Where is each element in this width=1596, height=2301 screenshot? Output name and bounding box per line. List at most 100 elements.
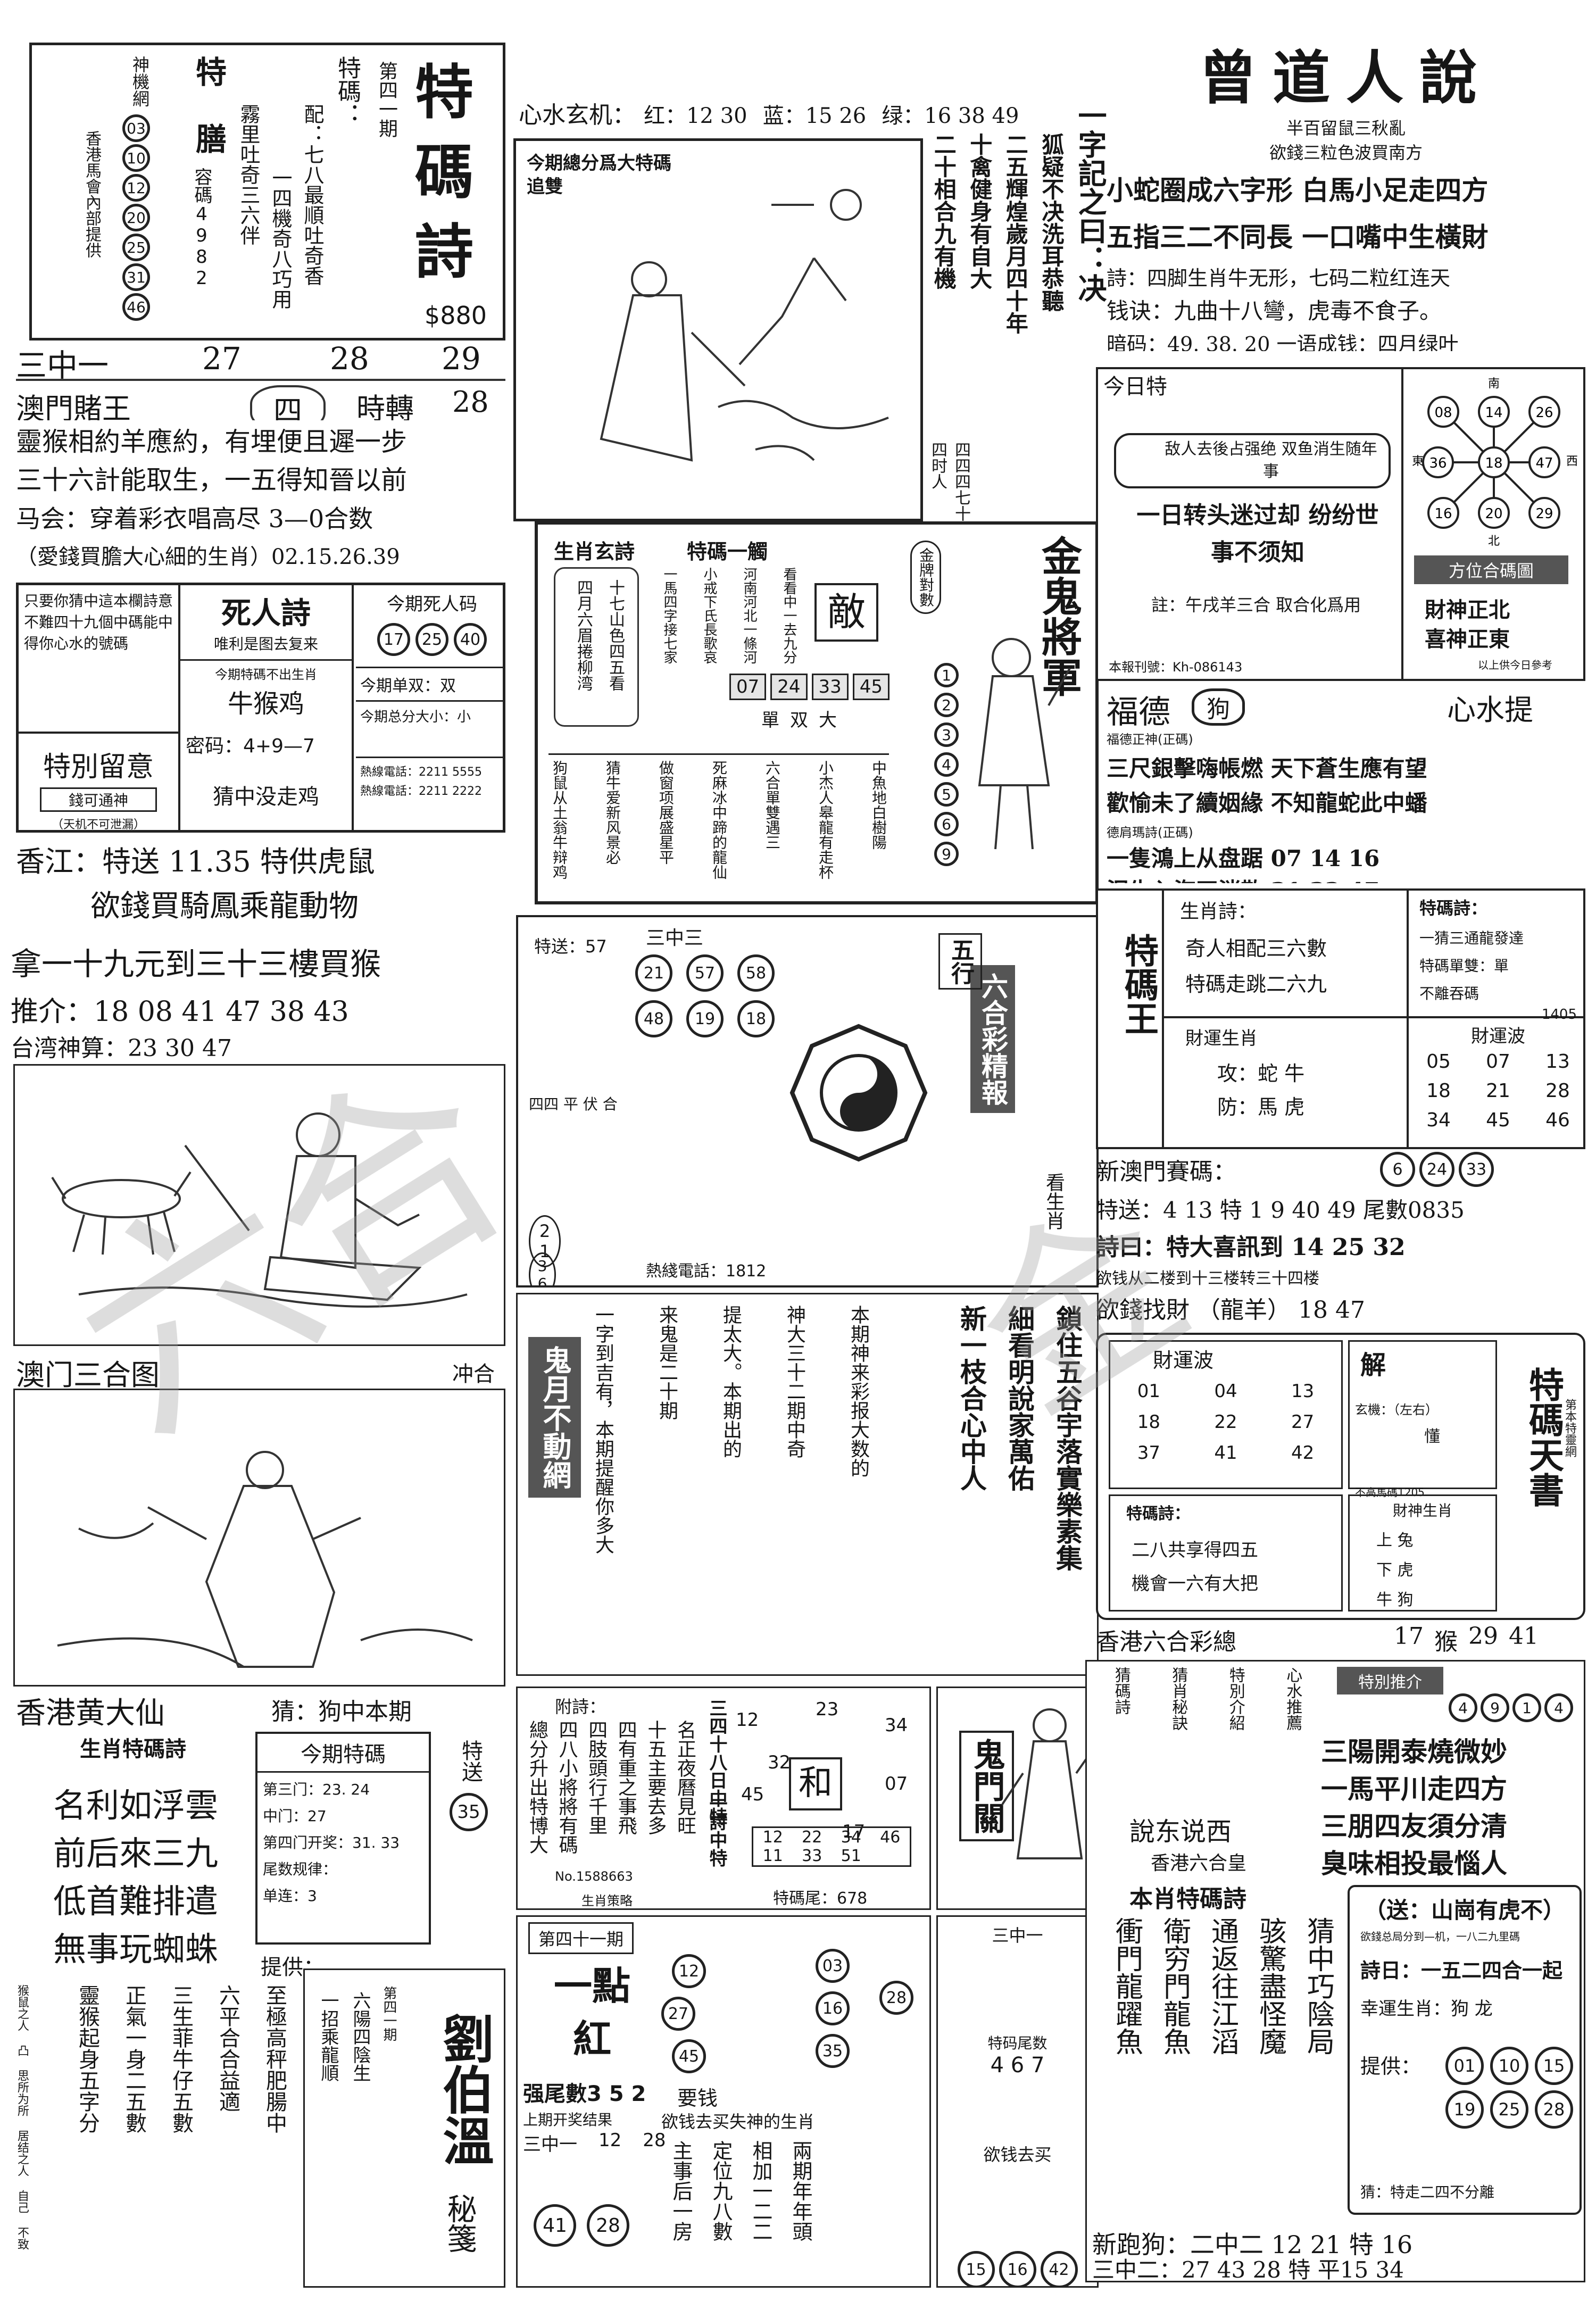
- midtext-heading: 新一枝合心中人: [956, 1305, 987, 1491]
- hy-col-2: 猜肖秘訣: [1169, 1667, 1188, 1731]
- bottom-left-text: 猴鼠之人 凸 思所为所 居结之人 自己 不致: [15, 1984, 29, 2250]
- hy-line-2: 一馬平川走四方: [1321, 1773, 1507, 1805]
- sx-poem-left-2: 四月六眉捲柳湾: [574, 579, 593, 691]
- tema-wang-title: 特碼王: [1119, 933, 1159, 1035]
- tw-tm-code: 1405: [1541, 1007, 1577, 1023]
- siren-mid: 死人詩 唯利是图去复来 今期特碼不出生肖 牛猴鸡 密码：4+9—7 猜中没走鸡: [178, 585, 354, 830]
- hy-right-title: 特別推介: [1337, 1667, 1443, 1694]
- fushi-box-number: 12: [762, 1828, 783, 1847]
- hy-circle: 1: [1512, 1693, 1541, 1722]
- jinri-box: 今日特 敌人去後占强绝 双鱼消生随年事 一日转头迷过却 纷纷世事不须知 註：午戌…: [1096, 367, 1585, 681]
- tema-line-2: 中门：27: [263, 1807, 327, 1825]
- sx-number: 33: [811, 674, 849, 700]
- fude-line-3: 一隻鴻上从盘踞 07 14 16: [1107, 845, 1380, 871]
- map-node: [1427, 497, 1459, 529]
- hongyun-label: 香港六合彩總: [1096, 1629, 1236, 1656]
- liu-title: 劉伯溫: [434, 2013, 494, 2166]
- midtext-box: 鎖住五谷宇落實樂素集 細看明說家萬佑 新一枝合心中人 本期神来彩报大数的 神大三…: [516, 1293, 1099, 1676]
- hy-circle: 9: [1481, 1693, 1509, 1722]
- tail-yuqian: 欲钱去买: [983, 2145, 1052, 2165]
- tema-line-3: 第四门开奖：31. 33: [263, 1834, 400, 1851]
- ts-cyb-number: 27: [1291, 1411, 1315, 1433]
- tw-cyb-title: 財運波: [1471, 1026, 1525, 1047]
- tw-tm-line-3: 不離吞碼: [1419, 985, 1479, 1002]
- gui-circle: 6: [934, 812, 959, 836]
- sx-mid-item: 双: [790, 710, 808, 731]
- fushi-label-1: 一詩中特: [706, 1795, 727, 1867]
- fushi-box-number: 34: [841, 1828, 861, 1847]
- aomen-label: 澳门三合图: [16, 1358, 160, 1392]
- fude-header: 福德 狗 心水提供：: [1107, 686, 1585, 729]
- ganlun-num: 28: [452, 385, 489, 419]
- hongyun-number: 29: [1468, 1623, 1498, 1650]
- xiangjiang-block: 香江：特送 11.35 特供虎鼠 欲錢買騎鳳乘龍動物: [16, 838, 505, 923]
- fude-animal: 狗: [1192, 688, 1245, 726]
- liuhe-banner: 六合彩精報: [970, 965, 1015, 1113]
- tw-cy-line-2: 防：馬 虎: [1217, 1095, 1305, 1119]
- tema-shi-title: 特碼詩: [405, 61, 473, 301]
- sx-title: 生肖玄詩: [554, 540, 635, 563]
- ts-jie-box-1: 玄機：（左右）: [1355, 1402, 1438, 1417]
- ts-cy-2: 下 虎: [1376, 1561, 1414, 1580]
- fushi-tema-tail: 特碼尾：678: [773, 1889, 868, 1908]
- special-title: 特別留意: [43, 751, 154, 783]
- siren-code: 密码：4+9—7: [186, 735, 315, 757]
- liuhe-foot: 熱綫電話：1812: [646, 1262, 767, 1281]
- yidian-strong: 强尾數3 5 2: [523, 2082, 646, 2106]
- liuhe-side-text: 看生肖: [1043, 1173, 1065, 1230]
- ts-cyb-number: 22: [1214, 1411, 1237, 1433]
- map-node: [1478, 396, 1510, 428]
- xiangjiang-line-1: 香江：特送 11.35 特供虎鼠: [16, 845, 375, 878]
- ts-cyb-number: 18: [1137, 1411, 1160, 1433]
- jinri-zhu: 註：午戌羊三合 取合化爲用: [1151, 595, 1361, 615]
- hy-jieshi: 幸運生肖：狗 龙: [1360, 1998, 1493, 2020]
- poem-line-1: 靈猴相約羊應約，有埋便且遲一步: [16, 427, 408, 457]
- yidian-poem-1: 兩期年年頭: [789, 2140, 812, 2241]
- tw-cyb-number: 05: [1426, 1051, 1451, 1073]
- shengxiao-poem-block: 生肖特碼詩 名利如浮雲 前后來三九 低首難排遣 無事玩蜘蛛: [16, 1732, 250, 1987]
- jinri-banner: 敌人去後占强绝 双鱼消生随年事: [1114, 433, 1391, 488]
- fude-body: 福德正神(正碼) 三尺銀擊嗨帳燃 天下蒼生應有望 歡愉未了續姻緣 不知龍蛇此中蟠…: [1107, 729, 1585, 883]
- sx-number: 45: [852, 674, 890, 700]
- ts-jie: 解: [1360, 1350, 1386, 1380]
- ts-cy-title: 財神生肖: [1392, 1502, 1452, 1519]
- bottom-col-5: 靈猴起身五字分: [75, 1984, 99, 2133]
- special-panel: 特別留意 錢可通神 （天机不可泄漏）: [19, 732, 178, 830]
- xinpao-number: 33: [1459, 1152, 1494, 1187]
- aomen-row: 澳门三合图 冲合: [16, 1351, 505, 1394]
- tw-cyb-number: 45: [1486, 1109, 1510, 1131]
- liuhe-number: 19: [686, 1000, 724, 1037]
- bottom-col-2: 六平合合益適: [215, 1984, 240, 2112]
- louzhong-line-2: 推介：18 08 41 47 38 43: [11, 996, 349, 1028]
- special-sub: 錢可通神: [40, 787, 157, 812]
- sx-number: 24: [770, 674, 808, 700]
- xinshui-poem-2: 二五輝煌歲月四十年: [1002, 133, 1029, 334]
- tw-cy-line-1: 攻：蛇 牛: [1217, 1062, 1305, 1085]
- xinshui-red: 红：12 30: [644, 104, 747, 128]
- bottom-col-4: 正氣一身二五數: [122, 1984, 146, 2133]
- chan-number: 20: [122, 204, 150, 231]
- chan-number: 31: [122, 263, 150, 291]
- ts-jie-box-2: 懂: [1424, 1427, 1440, 1446]
- hy-provide: 提供：: [1360, 2055, 1422, 2078]
- xinpao-number: 24: [1419, 1152, 1454, 1187]
- gui-circle: 9: [934, 842, 959, 866]
- gui-circle: 3: [934, 722, 959, 747]
- bottom-col-3: 三生菲牛仔五數: [169, 1984, 193, 2133]
- zeng-line-1: 小蛇圈成六字形 白馬小足走四方: [1107, 175, 1489, 206]
- tema-shi-issue: 第四一期: [376, 61, 397, 138]
- zeng-title: 曾道人說: [1199, 45, 1493, 112]
- gui-title: 金鬼將軍: [1035, 535, 1082, 697]
- aomen-tail: 冲合: [452, 1362, 495, 1386]
- midtext-col-2: 細看明說家萬佑: [1004, 1305, 1035, 1491]
- hy-poem-col-5: 猜中巧陰局: [1302, 1917, 1334, 2055]
- siren-hotline-1: 熱線電話：2211 5555: [356, 757, 503, 780]
- liuhe-number: 58: [737, 954, 775, 992]
